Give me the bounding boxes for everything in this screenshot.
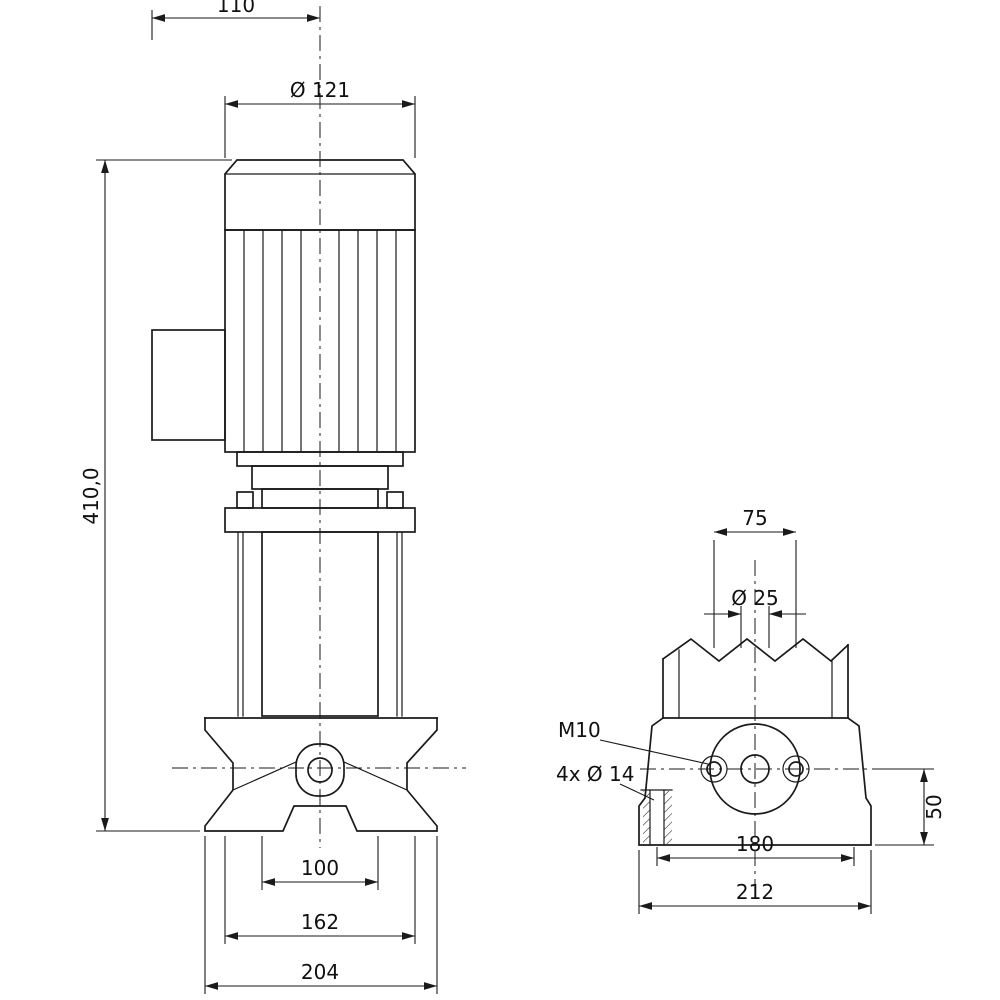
dim-foot-hole-spacing: 180: [656, 832, 855, 866]
dim-base-inner-width: 162: [224, 836, 416, 944]
stud-hole: [706, 761, 722, 777]
dim-212-label: 212: [736, 880, 774, 904]
dim-total-height: 410,0: [79, 159, 232, 832]
dim-50-label: 50: [922, 794, 946, 819]
base-rib: [232, 761, 297, 791]
pump-base-side: [638, 716, 872, 846]
pump-base-front: [172, 717, 466, 832]
port-boss: [295, 743, 345, 797]
port-hole: [740, 754, 770, 784]
foot-section: [640, 789, 673, 846]
dim-base-outer-width: 204: [204, 836, 438, 994]
dim-180-label: 180: [736, 832, 774, 856]
motor: [151, 159, 416, 453]
dim-port-axis-height: 50: [875, 768, 946, 846]
side-view: 75 Ø 25: [556, 506, 946, 914]
broken-casing: [661, 637, 850, 719]
leader-foundation-holes: 4x Ø 14: [556, 762, 655, 801]
motor-adapter: [236, 451, 404, 509]
pump-unit: [224, 507, 416, 717]
hatch-area: [643, 791, 650, 844]
tie-rods: [237, 531, 403, 717]
hatch-area: [664, 791, 672, 844]
base-outline: [638, 716, 872, 846]
flange-face: [709, 723, 801, 815]
stud-hole: [788, 761, 804, 777]
dim-d25-label: Ø 25: [731, 586, 779, 610]
motor-fins: [243, 229, 397, 453]
dim-410-label: 410,0: [79, 467, 103, 524]
front-view: 110 Ø 121: [79, 0, 466, 994]
leader-line: [599, 739, 709, 765]
dim-port-spacing: 100: [261, 836, 379, 890]
leader-stud-thread: M10: [558, 718, 709, 765]
leader-line: [619, 783, 655, 801]
pump-stage-casing: [261, 531, 379, 717]
dim-terminal-box-offset: 110: [151, 0, 320, 40]
dim-110-label: 110: [217, 0, 255, 17]
base-rib: [343, 761, 408, 791]
dim-204-label: 204: [301, 960, 339, 984]
dim-base-length: 212: [638, 850, 872, 914]
stud-boss: [700, 755, 728, 783]
dim-d121-label: Ø 121: [290, 78, 350, 102]
tie-rod-nut: [236, 491, 254, 509]
break-line: [661, 637, 850, 663]
dim-flange-bolt-spacing: 75: [713, 506, 797, 648]
dim-motor-diameter: Ø 121: [224, 78, 416, 158]
terminal-box: [151, 329, 226, 441]
tie-rod-nut: [386, 491, 404, 509]
dim-100-label: 100: [301, 856, 339, 880]
dim-75-label: 75: [742, 506, 767, 530]
dim-port-diameter: Ø 25: [704, 586, 806, 648]
dim-162-label: 162: [301, 910, 339, 934]
holes-label: 4x Ø 14: [556, 762, 634, 786]
base-outline: [204, 717, 438, 832]
m10-label: M10: [558, 718, 601, 742]
port-hole: [307, 757, 333, 783]
stud-boss: [782, 755, 810, 783]
